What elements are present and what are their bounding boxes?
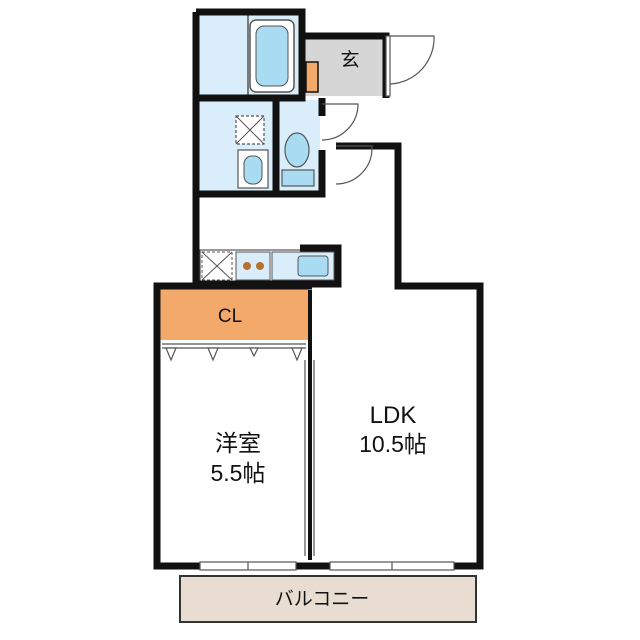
balcony-area xyxy=(179,575,477,623)
balcony-label: バルコニー xyxy=(275,589,370,610)
yoshitsu-name-label: 洋室 xyxy=(215,430,261,456)
closet-label: CL xyxy=(218,306,242,327)
yoshitsu-size-label: 5.5帖 xyxy=(211,460,266,486)
ldk-name-label: LDK xyxy=(370,402,417,429)
toilet-tank xyxy=(281,169,315,187)
stove-burner-left xyxy=(243,262,251,270)
ldk-door xyxy=(335,145,373,185)
balcony-windows xyxy=(199,561,455,571)
sliding-door-yoshitsu xyxy=(304,360,315,556)
bathtub-basin xyxy=(255,25,289,87)
genkan-label: 玄 xyxy=(340,49,359,71)
stove-burner-right xyxy=(256,262,264,270)
toilet-door xyxy=(321,103,359,141)
partitions xyxy=(200,96,312,560)
closet-area xyxy=(157,288,309,340)
shoebox xyxy=(305,61,319,93)
toilet-bowl xyxy=(284,132,310,168)
stove xyxy=(235,251,271,281)
ldk-size-label: 10.5帖 xyxy=(359,431,427,457)
entrance-door xyxy=(385,35,435,97)
closet-doors xyxy=(162,343,306,362)
